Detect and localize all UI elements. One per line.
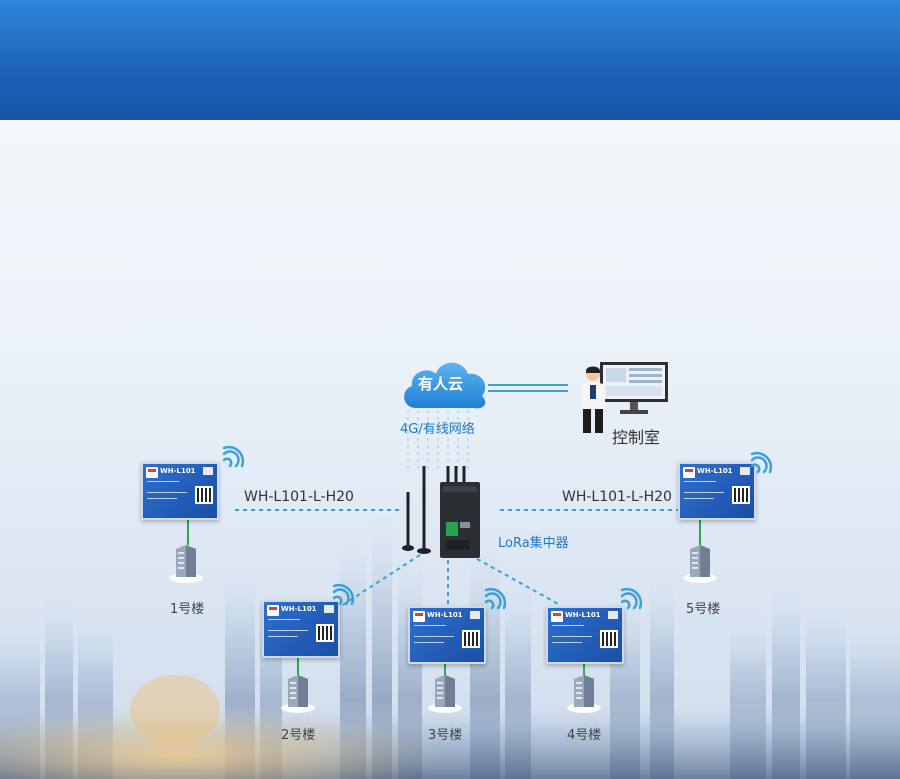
qr-code-icon <box>195 486 213 504</box>
chip-icon <box>608 611 618 619</box>
lora-module-1: WH-L101 <box>141 462 219 520</box>
network-label: 4G/有线网络 <box>400 422 475 437</box>
operator-person-icon <box>581 366 605 433</box>
building-icon <box>428 675 462 713</box>
left-model-label: WH-L101-L-H20 <box>244 489 354 505</box>
brand-logo-icon <box>413 611 425 622</box>
city-skyline-background <box>0 510 900 779</box>
module-name: WH-L101 <box>281 605 317 613</box>
brand-logo-icon <box>267 605 279 616</box>
building-4-label: 4号楼 <box>567 728 602 743</box>
cloud-icon <box>404 362 486 409</box>
module-name: WH-L101 <box>160 467 196 475</box>
brand-logo-icon <box>146 467 158 478</box>
building-icon <box>169 545 203 583</box>
building-icon <box>281 675 315 713</box>
lora-module-2: WH-L101 <box>262 600 340 658</box>
concentrator-label: LoRa集中器 <box>498 536 569 551</box>
building-5-label: 5号楼 <box>686 602 721 617</box>
right-model-label: WH-L101-L-H20 <box>562 489 672 505</box>
building-1-label: 1号楼 <box>170 602 205 617</box>
chip-icon <box>740 467 750 475</box>
module-name: WH-L101 <box>697 467 733 475</box>
building-icon <box>683 545 717 583</box>
lora-concentrator-icon <box>402 466 480 558</box>
qr-code-icon <box>600 630 618 648</box>
wireless-signal-icon <box>750 451 773 474</box>
lora-module-5: WH-L101 <box>678 462 756 520</box>
chip-icon <box>203 467 213 475</box>
top-banner <box>0 0 900 120</box>
link-module-2 <box>334 554 421 611</box>
uplink-beams <box>407 410 469 470</box>
building-3-label: 3号楼 <box>428 728 463 743</box>
cloud-label: 有人云 <box>418 375 464 393</box>
wireless-signal-icon <box>222 445 245 468</box>
qr-code-icon <box>316 624 334 642</box>
building-icon <box>567 675 601 713</box>
wireless-signal-icon <box>332 583 355 606</box>
building-2-label: 2号楼 <box>281 728 316 743</box>
wireless-signal-icon <box>484 587 507 610</box>
module-name: WH-L101 <box>565 611 601 619</box>
lora-module-3: WH-L101 <box>408 606 486 664</box>
wireless-signal-icon <box>620 587 643 610</box>
chip-icon <box>470 611 480 619</box>
lora-module-4: WH-L101 <box>546 606 624 664</box>
control-room-label: 控制室 <box>612 428 661 447</box>
monitor-icon <box>600 362 668 414</box>
chip-icon <box>324 605 334 613</box>
module-name: WH-L101 <box>427 611 463 619</box>
qr-code-icon <box>732 486 750 504</box>
brand-logo-icon <box>683 467 695 478</box>
brand-logo-icon <box>551 611 563 622</box>
link-module-4 <box>469 554 561 606</box>
qr-code-icon <box>462 630 480 648</box>
